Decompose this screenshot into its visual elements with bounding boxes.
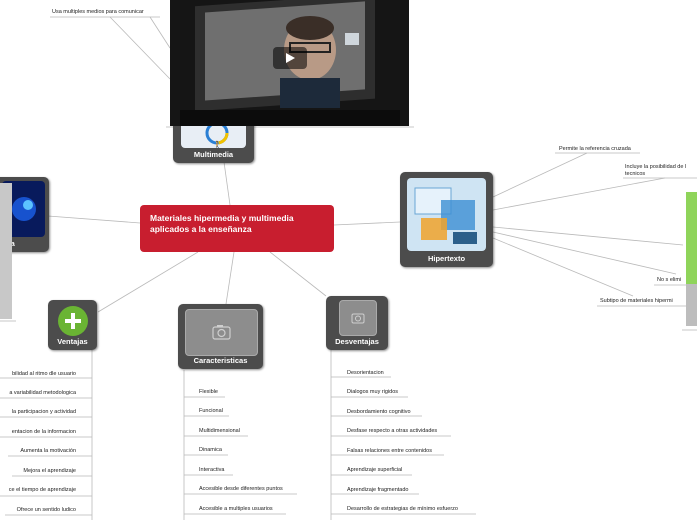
ventajas-leaf-7[interactable]: ce el tiempo de aprendizaje (8, 487, 76, 493)
play-icon[interactable] (273, 47, 307, 69)
right-green-panel (686, 192, 697, 284)
ventajas-leaf-5[interactable]: Aumenta la motivación (20, 448, 76, 454)
ventajas-node[interactable]: Ventajas (48, 300, 97, 350)
desventajas-node[interactable]: Desventajas (326, 296, 388, 350)
caracteristicas-label: Caracteristicas (193, 356, 248, 365)
multimedia-leaf[interactable]: Usa multiples medios para comunicar (52, 9, 144, 15)
hipertexto-label: Hipertexto (427, 254, 466, 263)
caracteristicas-leaf-6[interactable]: Accesible desde diferentes puntos (199, 486, 283, 492)
caracteristicas-leaf-2[interactable]: Funcional (199, 408, 223, 414)
desventajas-leaf-2[interactable]: Dialogos muy rigidos (347, 389, 399, 395)
desventajas-leaf-4[interactable]: Desfase respecto a otras actividades (347, 428, 438, 434)
svg-text:🚶: 🚶 (213, 140, 222, 148)
ventajas-leaf-2[interactable]: a variabilidad metodologica (9, 390, 76, 396)
video-player[interactable] (170, 0, 409, 126)
caracteristicas-leaf-5[interactable]: Interactiva (199, 467, 225, 473)
hipertexto-leaf-3[interactable]: No s elimi (657, 277, 682, 283)
hipertexto-leaf-1[interactable]: Permite la referencia cruzada (559, 146, 631, 152)
camera-icon (339, 300, 377, 336)
ventajas-leaf-8[interactable]: Ofrece un sentido ludico (16, 507, 76, 513)
ventajas-leaf-6[interactable]: Mejora el aprendizaje (23, 468, 76, 474)
desventajas-leaf-3[interactable]: Desbordamiento cognitivo (347, 409, 411, 415)
ventajas-label: Ventajas (57, 337, 88, 346)
caracteristicas-node[interactable]: Caracteristicas (178, 304, 263, 369)
hipertexto-leaf-4[interactable]: Subtipo de materiales hipermi (600, 298, 673, 304)
desventajas-leaf-8[interactable]: Desarrollo de estrategias de mínimo esfu… (347, 506, 458, 512)
plus-icon (58, 306, 88, 336)
desventajas-leaf-1[interactable]: Desorientacion (347, 370, 384, 376)
camera-icon (185, 309, 258, 356)
hipertexto-node[interactable]: Hipertexto (400, 172, 493, 267)
ventajas-leaf-1[interactable]: bilidad al ritmo dle usuario (12, 371, 76, 377)
caracteristicas-leaf-3[interactable]: Multidimensional (199, 428, 240, 434)
caracteristicas-leaf-1[interactable]: Flexible (199, 389, 218, 395)
caracteristicas-leaf-4[interactable]: Dinamica (199, 447, 222, 453)
ventajas-leaf-4[interactable]: entacion de la informacion (11, 429, 76, 435)
hipertexto-image (407, 178, 486, 251)
multimedia-label: Multimedia (193, 150, 234, 159)
ventajas-leaf-3[interactable]: la participacion y actividad (11, 409, 76, 415)
central-topic[interactable]: Materiales hipermedia y multimedia aplic… (140, 205, 334, 252)
caracteristicas-leaf-7[interactable]: Accesible a multiples usuarios (199, 506, 273, 512)
desventajas-leaf-7[interactable]: Aprendizaje fragmentado (347, 487, 409, 493)
desventajas-label: Desventajas (335, 337, 379, 346)
right-gray-panel (686, 284, 697, 326)
left-gray-panel (0, 183, 12, 319)
desventajas-leaf-6[interactable]: Aprendizaje superficial (347, 467, 403, 473)
hipertexto-leaf-2[interactable]: Incluye la posibilidad de l tecnicos (625, 164, 687, 177)
desventajas-leaf-5[interactable]: Falsas relaciones entre contenidos (347, 448, 432, 454)
